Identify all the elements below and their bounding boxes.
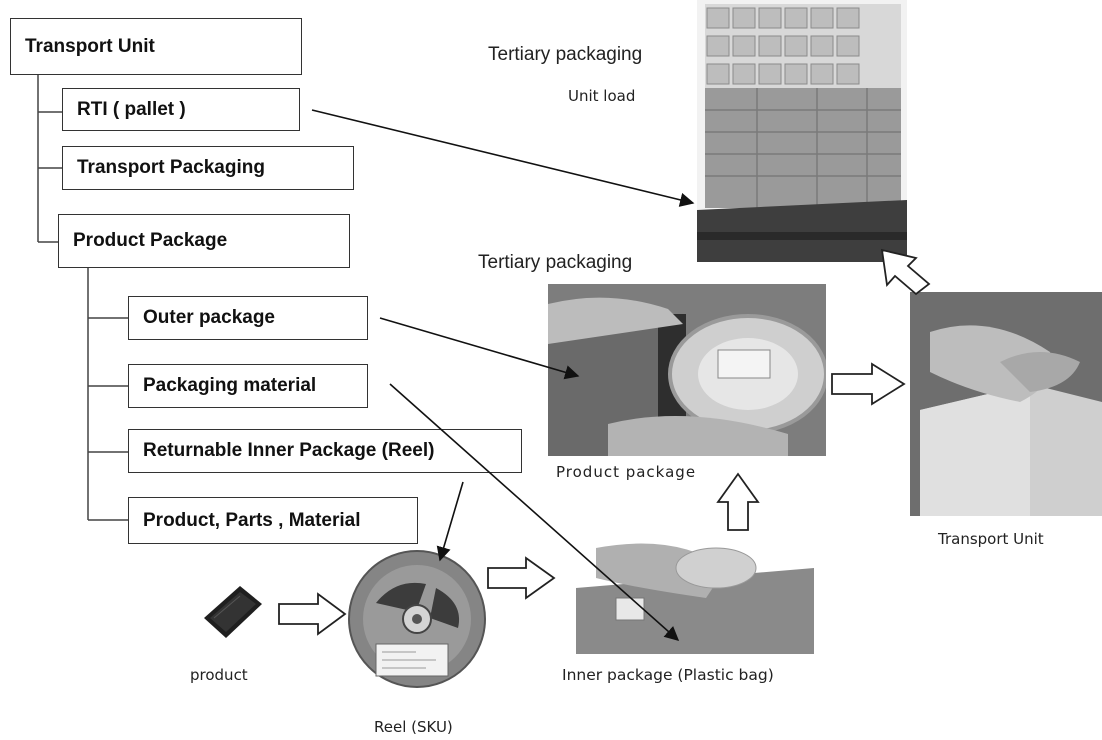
box-transport-packaging: Transport Packaging: [62, 146, 354, 190]
box-outer-package: Outer package: [128, 296, 368, 340]
block-arrow-bag-to-product-package: [716, 472, 760, 531]
label-product: product: [190, 666, 248, 684]
product-package-photo: [548, 284, 826, 456]
arrow-rti-to-pallet: [311, 109, 695, 207]
box-rti-pallet: RTI ( pallet ): [62, 88, 300, 131]
transport-unit-photo: [910, 292, 1102, 516]
inner-package-photo: [576, 528, 814, 654]
reel-icon: [346, 548, 488, 690]
label-reel-sku: Reel (SKU): [374, 718, 453, 736]
label-transport-unit-photo: Transport Unit: [938, 530, 1044, 548]
block-arrow-product-to-reel: [278, 592, 347, 636]
box-transport-unit: Transport Unit: [10, 18, 302, 75]
label-tertiary-packaging-mid: Tertiary packaging: [478, 252, 633, 273]
arrow-inner-package-to-reel: [436, 481, 464, 562]
product-chip-icon: [200, 582, 266, 642]
label-product-package-photo: Product package: [556, 463, 697, 481]
box-returnable-inner-package: Returnable Inner Package (Reel): [128, 429, 522, 473]
arrow-packaging-to-inner-package: [389, 383, 680, 641]
label-inner-package: Inner package (Plastic bag): [562, 666, 774, 684]
box-product-parts-material: Product, Parts , Material: [128, 497, 418, 544]
block-arrow-to-unit-load: [880, 248, 931, 296]
label-tertiary-packaging-top: Tertiary packaging: [488, 44, 643, 65]
arrow-outer-to-product-package: [379, 317, 580, 380]
label-unit-load: Unit load: [568, 87, 636, 105]
block-arrow-reel-to-bag: [487, 556, 556, 600]
pallet-unit-load-photo: [697, 0, 907, 262]
box-product-package: Product Package: [58, 214, 350, 268]
block-arrow-to-transport-unit: [831, 362, 906, 406]
box-packaging-material: Packaging material: [128, 364, 368, 408]
